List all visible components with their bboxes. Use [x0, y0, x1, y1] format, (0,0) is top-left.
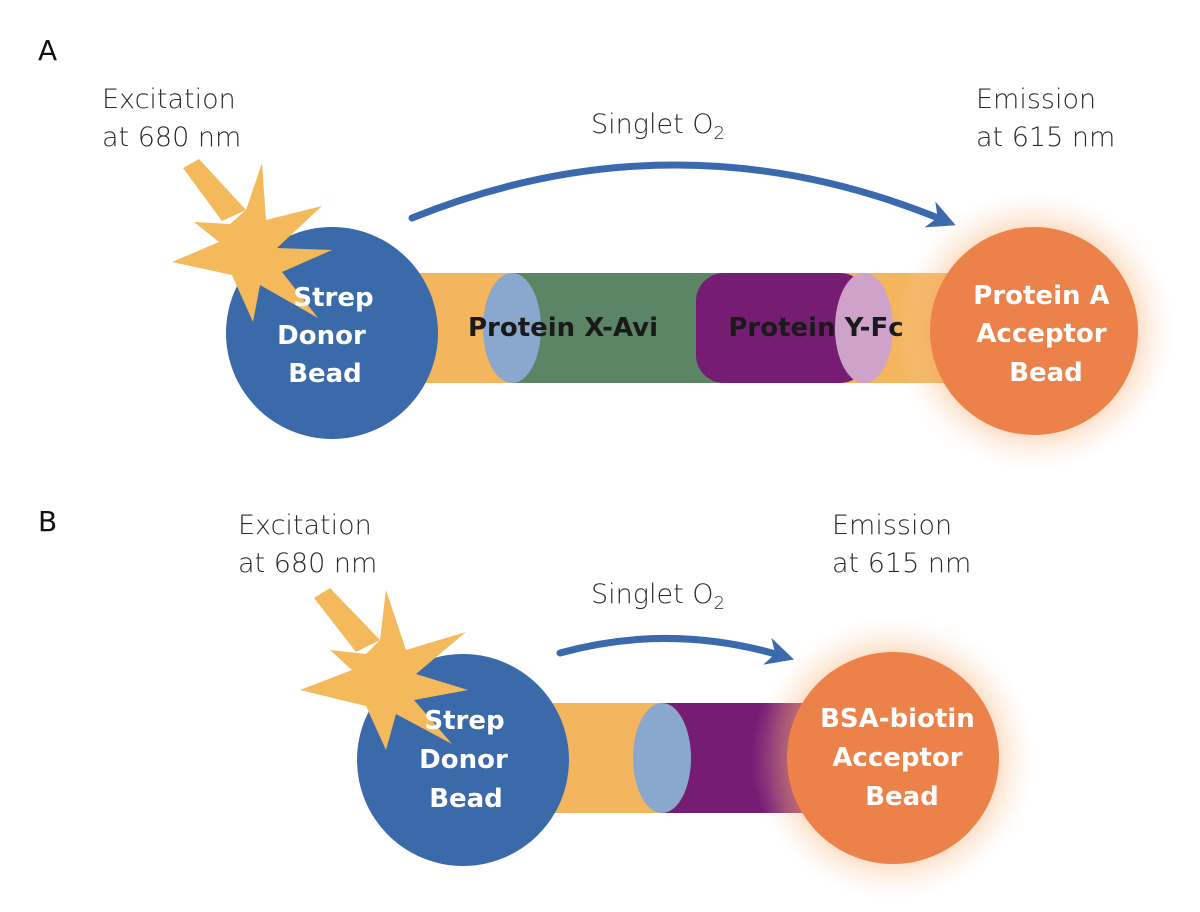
panel-b-singlet-text: Singlet O — [591, 579, 714, 610]
panel-a-excitation-line1: Excitation — [102, 84, 236, 115]
panel-a-acceptor-bead-label: Protein A Acceptor Bead — [973, 281, 1118, 388]
panel-a-avi-oval — [483, 273, 541, 383]
panel-a-singlet-sub: 2 — [714, 123, 725, 144]
panel-a-acceptor-line2: Acceptor — [976, 319, 1106, 349]
panel-b-acceptor-line3: Bead — [865, 782, 939, 812]
panel-a-acceptor-line1: Protein A — [973, 281, 1109, 311]
panel-b-singlet-label: Singlet O2 — [591, 579, 725, 614]
panel-b-singlet-arrow — [556, 635, 795, 665]
panel-a-acceptor-line3: Bead — [1009, 358, 1083, 388]
panel-a-fc-oval — [835, 273, 893, 383]
panel-a-singlet-label: Singlet O2 — [591, 109, 725, 144]
panel-b-excitation-star-icon — [300, 588, 468, 750]
panel-b-acceptor-bead-label: BSA-biotin Acceptor Bead — [820, 704, 984, 812]
panel-a-donor-bead-label: Strep Donor Bead — [277, 283, 383, 389]
panel-b-emission-line1: Emission — [832, 510, 952, 541]
panel-a: A Excitation at 680 nm Emission at 615 n… — [38, 34, 1174, 471]
panel-a-excitation-label: Excitation at 680 nm — [102, 84, 244, 153]
panel-a-donor-line3: Bead — [288, 359, 362, 389]
panel-b: B Excitation at 680 nm Emission at 615 n… — [38, 505, 1035, 900]
panel-a-emission-line1: Emission — [976, 84, 1096, 115]
panel-a-singlet-arrow — [408, 161, 956, 228]
panel-b-emission-line2: at 615 nm — [832, 548, 971, 579]
panel-a-excitation-line2: at 680 nm — [102, 122, 241, 153]
panel-a-acceptor-bead — [930, 227, 1138, 435]
panel-b-emission-label: Emission at 615 nm — [832, 510, 971, 579]
panel-b-singlet-sub: 2 — [714, 593, 725, 614]
panel-a-emission-line2: at 615 nm — [976, 122, 1115, 153]
panel-b-donor-line3: Bead — [429, 784, 503, 814]
panel-b-acceptor-line1: BSA-biotin — [820, 704, 975, 734]
panel-a-excitation-star-icon — [172, 159, 332, 322]
panel-b-acceptor-bead — [787, 652, 999, 864]
panel-a-protein-y-label: Protein Y-Fc — [728, 313, 903, 343]
panel-a-singlet-text: Singlet O — [591, 109, 714, 140]
panel-b-donor-bead-label: Strep Donor Bead — [419, 706, 517, 814]
panel-a-protein-y-block — [696, 273, 868, 383]
panel-b-acceptor-line2: Acceptor — [832, 743, 962, 773]
panel-b-avi-oval — [633, 703, 691, 813]
panel-a-donor-line1: Strep — [293, 283, 373, 313]
panel-b-donor-line2: Donor — [419, 745, 508, 775]
panel-b-excitation-label: Excitation at 680 nm — [238, 510, 380, 579]
panel-a-protein-x-label: Protein X-Avi — [468, 313, 658, 343]
panel-b-excitation-line1: Excitation — [238, 510, 372, 541]
panel-b-letter: B — [38, 505, 57, 538]
panel-a-emission-label: Emission at 615 nm — [976, 84, 1115, 153]
panel-a-donor-line2: Donor — [277, 321, 366, 351]
panel-b-excitation-line2: at 680 nm — [238, 548, 377, 579]
panel-b-donor-line1: Strep — [424, 706, 504, 736]
panel-a-letter: A — [38, 34, 57, 67]
